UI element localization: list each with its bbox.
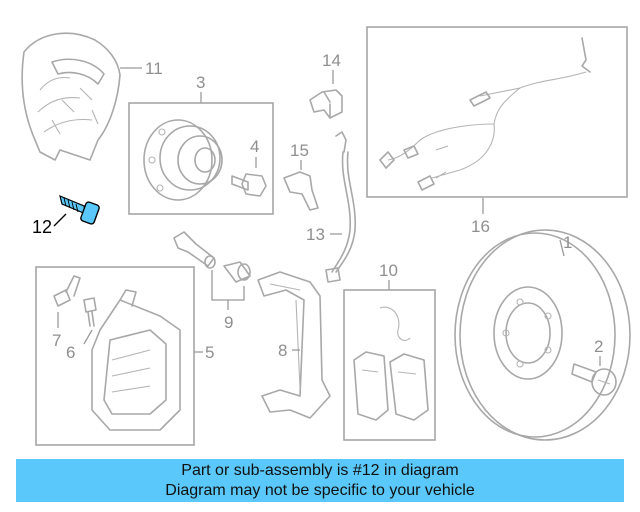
guide-pin-part-9[interactable]: [173, 231, 216, 269]
hub-assembly-box: [128, 102, 274, 215]
wiring-harness-part-16[interactable]: [379, 37, 591, 191]
bleeder-cap-part-7[interactable]: [53, 275, 81, 307]
caliper-part-5[interactable]: [91, 289, 181, 431]
label-part-5: 5: [205, 343, 214, 362]
brake-pads-box: [343, 289, 436, 441]
wiring-harness-box: [366, 26, 628, 198]
bracket-part-14[interactable]: [309, 89, 343, 119]
label-part-11: 11: [145, 59, 163, 78]
hub-bolt-part-4[interactable]: [231, 173, 267, 197]
label-part-8: 8: [278, 341, 287, 360]
label-part-10: 10: [379, 261, 398, 280]
caliper-assembly-box: [35, 266, 195, 446]
label-part-12: 12: [32, 217, 52, 237]
caliper-bracket-part-8[interactable]: [257, 271, 331, 419]
label-part-9: 9: [224, 313, 233, 332]
disc-screw-part-2[interactable]: [571, 363, 617, 396]
label-part-4: 4: [250, 137, 259, 156]
splash-shield-part-11[interactable]: [21, 32, 121, 161]
label-part-14: 14: [322, 51, 341, 70]
bleeder-screw-part-6[interactable]: [83, 297, 97, 327]
label-part-2: 2: [594, 337, 603, 356]
label-part-7: 7: [52, 331, 61, 350]
wheel-hub-part-3[interactable]: [143, 119, 223, 201]
brake-pads-part-10[interactable]: [353, 306, 429, 421]
info-banner: Part or sub-assembly is #12 in diagram D…: [16, 459, 624, 502]
sensor-part-15[interactable]: [283, 171, 319, 211]
label-part-1: 1: [563, 233, 572, 252]
banner-line-part-info: Part or sub-assembly is #12 in diagram: [181, 462, 459, 479]
label-part-16: 16: [471, 217, 490, 236]
banner-line-disclaimer: Diagram may not be specific to your vehi…: [165, 482, 475, 499]
bolt-part-12[interactable]: [59, 194, 100, 225]
guide-boot-part-9[interactable]: [223, 261, 251, 283]
label-part-6: 6: [66, 343, 75, 362]
brake-disc-part-1[interactable]: [454, 229, 631, 441]
label-part-15: 15: [290, 141, 309, 160]
brake-hose-part-13[interactable]: [325, 131, 357, 283]
label-part-3: 3: [196, 73, 205, 92]
brake-parts-diagram: 11 12 3 4 14 15: [21, 26, 631, 446]
label-part-13: 13: [306, 225, 325, 244]
